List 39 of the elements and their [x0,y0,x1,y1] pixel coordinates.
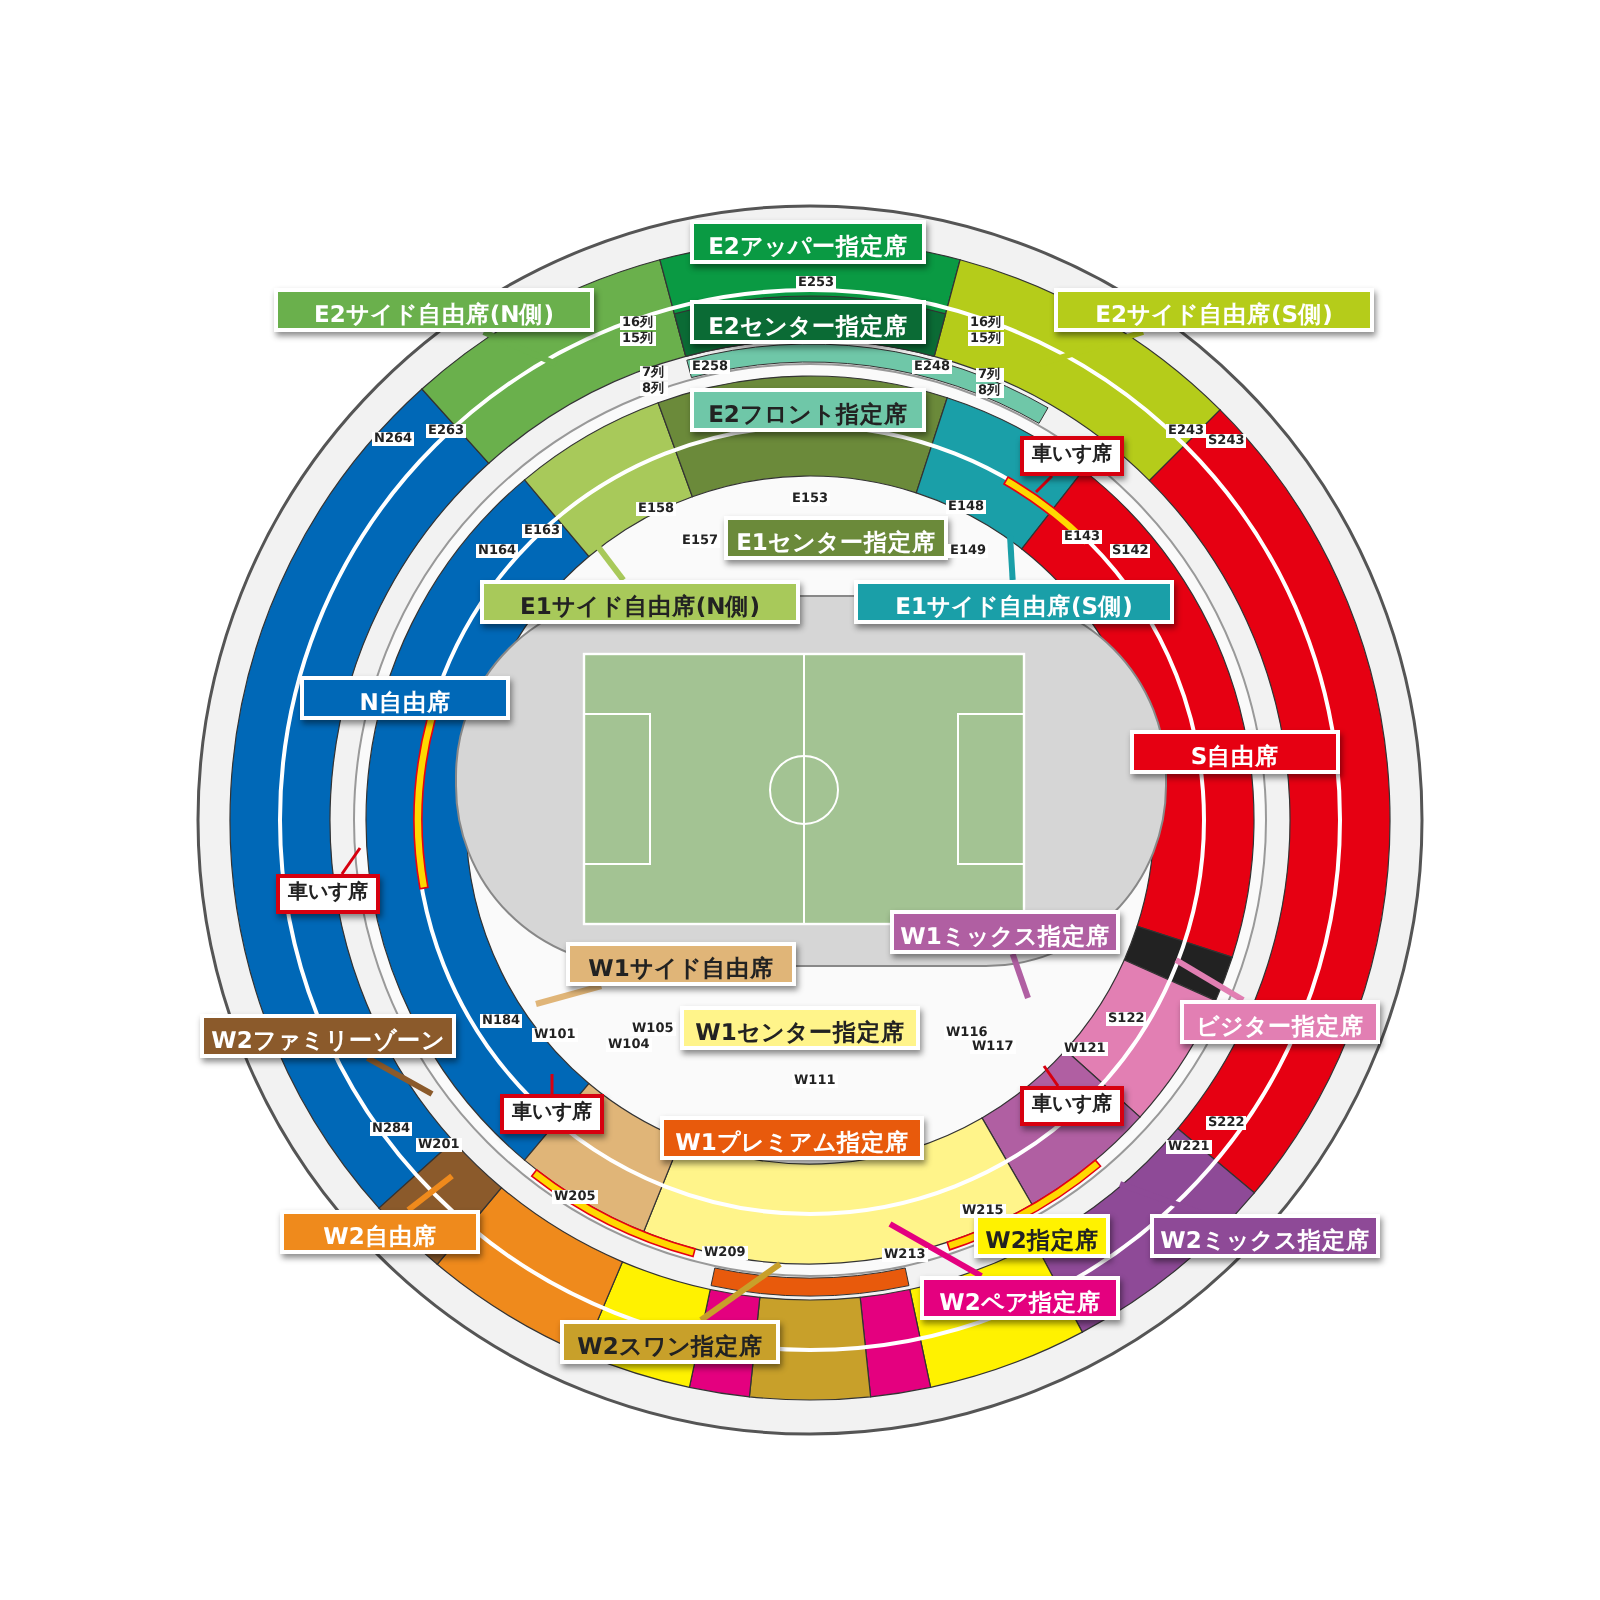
seat-area-callout: E2サイド自由席(S側) [1054,288,1374,332]
leader-line [550,1074,554,1094]
seat-area-callout: W2ファミリーゾーン [200,1014,456,1058]
leader-line [1174,957,1245,1003]
leader-line [1042,1065,1060,1087]
seat-area-callout: N自由席 [300,676,510,720]
leader-line [340,847,362,875]
seat-area-callout: E2フロント指定席 [690,388,926,432]
seat-area-callout: W2指定席 [974,1214,1110,1258]
seat-area-callout: W2ペア指定席 [920,1276,1120,1320]
leader-line [699,1261,782,1323]
leader-line [1007,535,1016,581]
leader-line [366,1055,434,1097]
seat-area-callout: E2センター指定席 [690,300,926,344]
wheelchair-seat-callout: 車いす席 [1020,1086,1124,1126]
wheelchair-seat-callout: 車いす席 [500,1094,604,1134]
seat-area-callout: S自由席 [1130,730,1340,774]
seat-area-callout: W1サイド自由席 [566,942,796,986]
wheelchair-seat-callout: 車いす席 [276,874,380,914]
wheelchair-seat-callout: 車いす席 [1020,436,1124,476]
seat-area-callout: E2サイド自由席(N側) [274,288,594,332]
seat-area-callout: E1センター指定席 [724,516,948,560]
seat-area-callout: E1サイド自由席(N側) [480,580,800,624]
seat-area-callout: W2ミックス指定席 [1150,1214,1380,1258]
leader-line [1009,953,1031,999]
seat-area-callout: W1プレミアム指定席 [660,1116,924,1160]
seat-area-callout: E2アッパー指定席 [690,220,926,264]
seat-area-callout: W2スワン指定席 [560,1320,780,1364]
leader-line [535,983,603,1007]
seat-area-callout: ビジター指定席 [1180,1000,1380,1044]
leader-line [1034,474,1054,494]
seat-area-callout: E1サイド自由席(S側) [854,580,1174,624]
seat-area-callout: W2自由席 [280,1210,480,1254]
leader-line [888,1221,983,1279]
seat-area-callout: W1ミックス指定席 [890,910,1120,954]
leader-line [482,329,558,367]
leader-line [406,1173,454,1213]
seat-area-callout: W1センター指定席 [680,1006,920,1050]
leader-line [593,542,626,582]
